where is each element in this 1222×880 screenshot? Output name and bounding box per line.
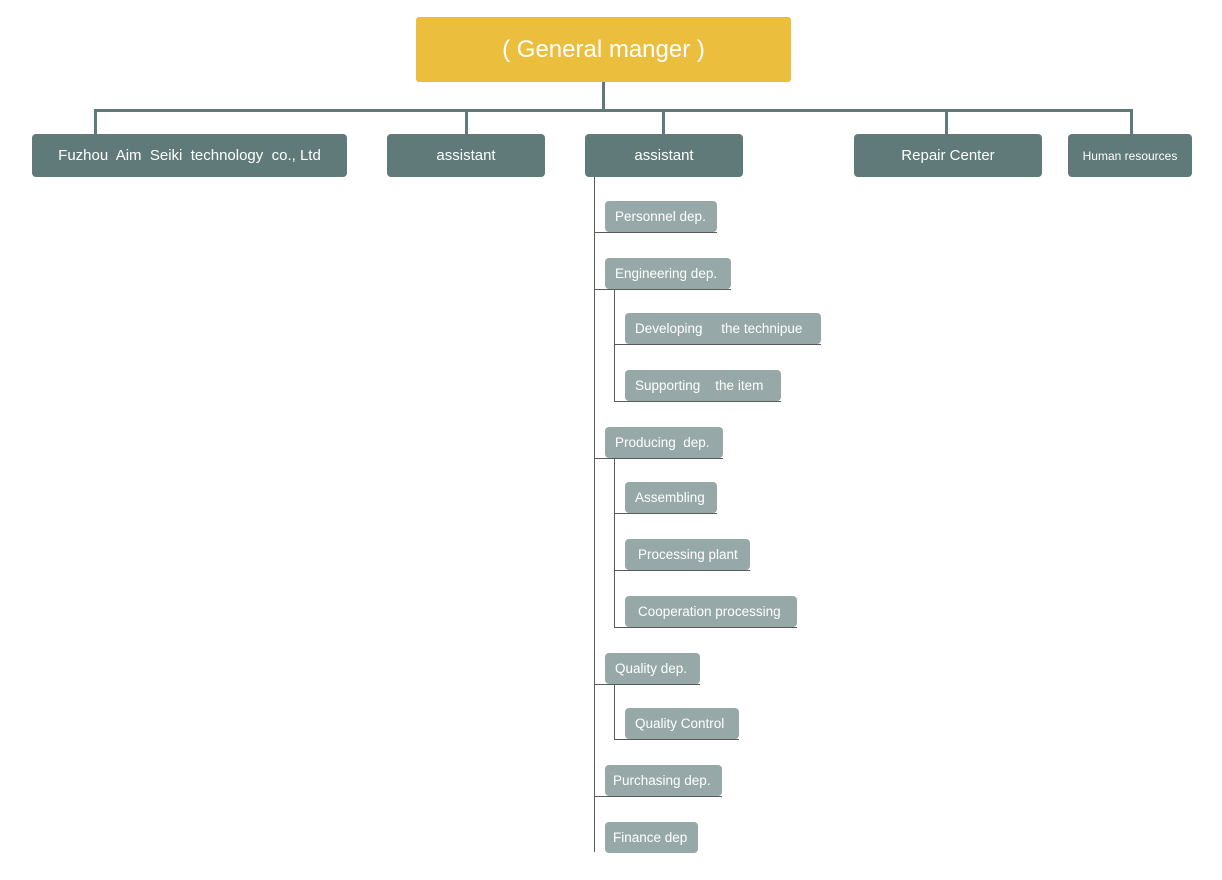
quality-control-underline [614, 739, 739, 740]
tree-sub-engineering [614, 290, 615, 402]
tree-trunk [594, 177, 595, 852]
supporting-underline [614, 401, 781, 402]
producing-dep-underline [594, 458, 723, 459]
engineering-dep-node: Engineering dep. [605, 258, 731, 289]
purchasing-dep-underline [594, 796, 722, 797]
processing-plant-underline [614, 570, 750, 571]
connector-drop-5 [1130, 109, 1133, 134]
personnel-dep-underline [594, 232, 717, 233]
repair-center-node: Repair Center [854, 134, 1042, 177]
quality-dep-node: Quality dep. [605, 653, 700, 684]
quality-control-node: Quality Control [625, 708, 739, 739]
processing-plant-node: Processing plant [625, 539, 750, 570]
cooperation-processing-node: Cooperation processing [625, 596, 797, 627]
assembling-underline [614, 513, 717, 514]
human-resources-node: Human resources [1068, 134, 1192, 177]
engineering-dep-underline [594, 289, 731, 290]
producing-dep-node: Producing dep. [605, 427, 723, 458]
tree-sub-producing [614, 459, 615, 628]
connector-horizontal-bar [94, 109, 1133, 112]
developing-underline [614, 344, 821, 345]
assistant-node-2: assistant [585, 134, 743, 177]
assembling-node: Assembling [625, 482, 717, 513]
connector-drop-3 [662, 109, 665, 134]
personnel-dep-node: Personnel dep. [605, 201, 717, 232]
finance-dep-node: Finance dep [605, 822, 698, 853]
quality-dep-underline [594, 684, 700, 685]
cooperation-processing-underline [614, 627, 797, 628]
connector-root-down [602, 82, 605, 110]
developing-node: Developing the technipue [625, 313, 821, 344]
connector-drop-2 [465, 109, 468, 134]
connector-drop-4 [945, 109, 948, 134]
purchasing-dep-node: Purchasing dep. [605, 765, 722, 796]
general-manager-node: ( General manger ) [416, 17, 791, 82]
supporting-node: Supporting the item [625, 370, 781, 401]
connector-drop-1 [94, 109, 97, 134]
company-node: Fuzhou Aim Seiki technology co., Ltd [32, 134, 347, 177]
assistant-node-1: assistant [387, 134, 545, 177]
tree-sub-quality [614, 685, 615, 740]
